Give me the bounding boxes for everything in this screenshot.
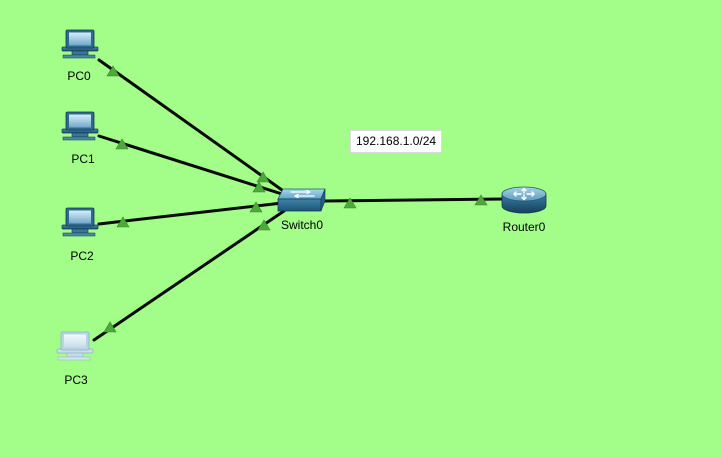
device-label-pc3[interactable]: PC3 <box>64 373 88 387</box>
link-up-triangle-icon <box>106 65 120 77</box>
pc1-device[interactable] <box>61 111 99 141</box>
link-up-triangle-icon <box>116 216 130 228</box>
device-label-switch0[interactable]: Switch0 <box>280 218 324 232</box>
link-up-triangle-icon <box>343 197 357 209</box>
cable-pc0-switch0[interactable] <box>97 58 284 192</box>
pc2-device[interactable] <box>61 207 99 237</box>
network-address-note[interactable]: 192.168.1.0/24 <box>350 130 443 153</box>
switch-icon <box>277 188 326 212</box>
pc3-device[interactable] <box>56 331 94 361</box>
cables <box>92 58 506 342</box>
link-up-triangle-icon <box>474 194 488 206</box>
switch0-device[interactable] <box>277 188 326 212</box>
link-lights <box>103 65 488 333</box>
router-icon <box>501 186 547 214</box>
link-up-triangle-icon <box>115 138 129 150</box>
link-up-triangle-icon <box>257 219 271 231</box>
device-label-pc2[interactable]: PC2 <box>70 249 94 263</box>
cable-switch0-router0[interactable] <box>322 197 506 203</box>
link-up-triangle-icon <box>103 321 117 333</box>
pc-icon <box>61 29 99 59</box>
pc-icon <box>61 207 99 237</box>
cable-pc3-switch0[interactable] <box>92 209 286 342</box>
pc-icon <box>61 111 99 141</box>
device-label-router0[interactable]: Router0 <box>502 220 546 234</box>
link-up-triangle-icon <box>256 171 270 183</box>
device-label-pc0[interactable]: PC0 <box>67 69 91 83</box>
router0-device[interactable] <box>501 186 547 214</box>
pc-icon <box>56 331 94 361</box>
device-label-pc1[interactable]: PC1 <box>71 152 95 166</box>
pc0-device[interactable] <box>61 29 99 59</box>
link-up-triangle-icon <box>252 181 266 193</box>
cable-pc1-switch0[interactable] <box>97 134 284 196</box>
cable-pc2-switch0[interactable] <box>97 201 284 226</box>
link-up-triangle-icon <box>249 201 263 213</box>
